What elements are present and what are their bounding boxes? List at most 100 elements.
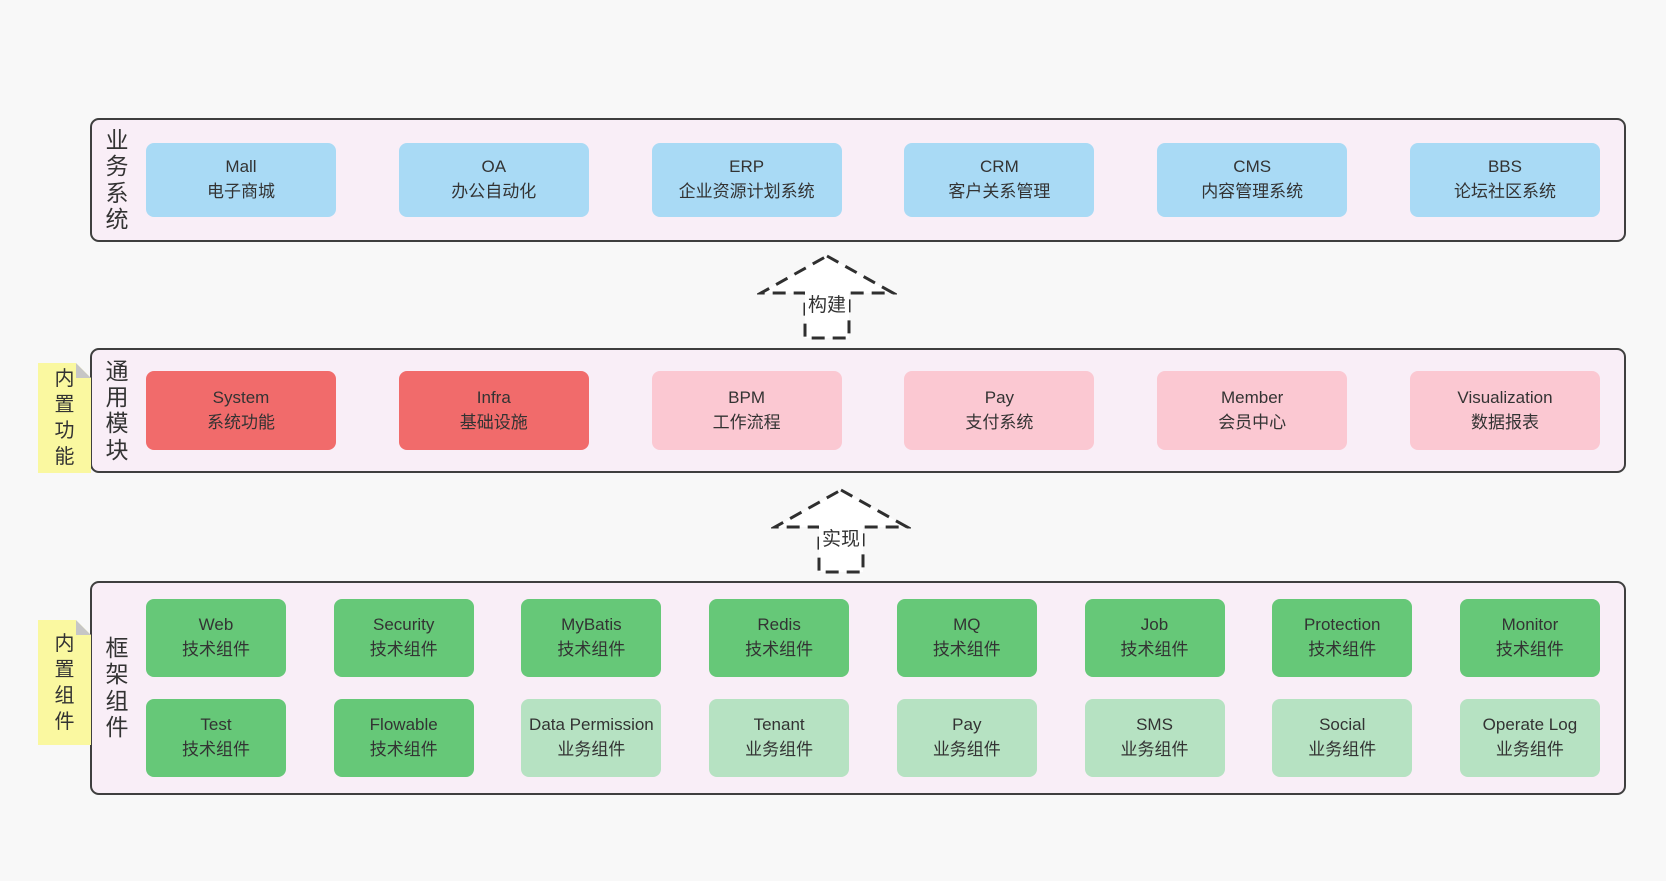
box-name: ERP [729, 157, 765, 177]
box-name: BPM [728, 387, 766, 407]
sticky-note-text: 内置功能 [54, 368, 75, 468]
box-mybatis: MyBatis 技术组件 [521, 599, 662, 677]
box-name: SMS [1136, 715, 1173, 735]
component-rows: Web 技术组件 Security 技术组件 MyBatis 技术组件 Redi… [146, 583, 1600, 793]
box-desc: 技术组件 [369, 740, 438, 759]
box-desc: 数据报表 [1470, 412, 1539, 432]
band-label-common-modules: 通用模块 [105, 357, 129, 463]
box-name: Job [1140, 615, 1169, 635]
box-name: Pay [952, 715, 982, 735]
band-label-business-systems: 业务系统 [105, 127, 129, 233]
box-flowable: Flowable 技术组件 [333, 699, 474, 777]
box-system: System 系统功能 [146, 371, 336, 450]
box-desc: 电子商城 [207, 182, 275, 201]
box-name: System [212, 387, 270, 407]
folded-corner-icon [76, 620, 91, 635]
box-data-permission: Data Permission 业务组件 [521, 699, 662, 777]
build-arrow-label: 构建 [804, 290, 850, 317]
box-name: Tenant [753, 715, 805, 735]
box-desc: 内容管理系统 [1201, 182, 1304, 201]
box-job: Job 技术组件 [1084, 599, 1225, 677]
band-framework-components: 框架组件 Web 技术组件 Security 技术组件 MyBatis 技术组件… [90, 581, 1626, 795]
box-desc: 技术组件 [745, 640, 814, 659]
box-name: Security [372, 615, 435, 635]
box-security: Security 技术组件 [333, 599, 474, 677]
box-name: Operate Log [1482, 715, 1578, 735]
box-name: Mall [225, 157, 257, 177]
box-test: Test 技术组件 [146, 699, 286, 777]
band-label-framework-components: 框架组件 [105, 635, 129, 741]
box-mq: MQ 技术组件 [896, 599, 1037, 677]
box-sms: SMS 业务组件 [1084, 699, 1225, 777]
box-member: Member 会员中心 [1157, 371, 1348, 450]
box-operate-log: Operate Log 业务组件 [1459, 699, 1600, 777]
box-name: Visualization [1457, 387, 1553, 407]
box-desc: 业务组件 [1308, 740, 1377, 759]
box-name: Member [1221, 387, 1284, 407]
box-cms: CMS 内容管理系统 [1157, 143, 1348, 217]
box-tenant: Tenant 业务组件 [709, 699, 850, 777]
box-name: Monitor [1501, 615, 1559, 635]
box-bbs: BBS 论坛社区系统 [1409, 143, 1600, 217]
implement-arrow-label: 实现 [818, 524, 864, 551]
box-name: MyBatis [561, 615, 622, 635]
box-visualization: Visualization 数据报表 [1409, 371, 1600, 450]
box-name: Protection [1303, 615, 1381, 635]
box-infra: Infra 基础设施 [398, 371, 589, 450]
sticky-note-builtin-components: 内置组件 [38, 620, 91, 745]
box-desc: 技术组件 [1308, 640, 1377, 659]
component-row-1: Web 技术组件 Security 技术组件 MyBatis 技术组件 Redi… [146, 599, 1600, 677]
box-desc: 技术组件 [1120, 640, 1189, 659]
box-protection: Protection 技术组件 [1272, 599, 1413, 677]
box-social: Social 业务组件 [1272, 699, 1413, 777]
sticky-note-builtin-features: 内置功能 [38, 363, 91, 473]
box-name: Pay [984, 387, 1015, 407]
box-desc: 业务组件 [1120, 740, 1189, 759]
box-mall: Mall 电子商城 [146, 143, 336, 217]
box-desc: 业务组件 [1495, 740, 1564, 759]
box-desc: 业务组件 [745, 740, 814, 759]
box-name: CMS [1233, 157, 1272, 177]
business-boxes-row: Mall 电子商城 OA 办公自动化 ERP 企业资源计划系统 CRM 客户关系… [146, 120, 1600, 240]
box-desc: 企业资源计划系统 [678, 182, 815, 201]
box-monitor: Monitor 技术组件 [1459, 599, 1600, 677]
box-desc: 技术组件 [557, 640, 626, 659]
box-desc: 工作流程 [712, 412, 781, 432]
box-name: Social [1319, 715, 1366, 735]
box-desc: 技术组件 [932, 640, 1001, 659]
box-desc: 客户关系管理 [948, 182, 1051, 201]
band-common-modules: 通用模块 System 系统功能 Infra 基础设施 BPM 工作流程 Pay… [90, 348, 1626, 473]
box-crm: CRM 客户关系管理 [904, 143, 1095, 217]
box-redis: Redis 技术组件 [709, 599, 850, 677]
box-name: Data Permission [529, 715, 654, 735]
box-desc: 技术组件 [1495, 640, 1564, 659]
box-name: Test [200, 715, 232, 735]
box-name: Web [198, 615, 234, 635]
sticky-note-text: 内置组件 [54, 632, 75, 733]
box-name: Redis [757, 615, 801, 635]
box-desc: 支付系统 [965, 412, 1034, 432]
box-bpm: BPM 工作流程 [651, 371, 842, 450]
box-desc: 论坛社区系统 [1453, 182, 1556, 201]
box-desc: 技术组件 [182, 740, 250, 759]
folded-corner-icon [76, 363, 91, 378]
module-boxes-row: System 系统功能 Infra 基础设施 BPM 工作流程 Pay 支付系统… [146, 350, 1600, 471]
box-erp: ERP 企业资源计划系统 [651, 143, 842, 217]
box-pay-component: Pay 业务组件 [896, 699, 1037, 777]
box-desc: 基础设施 [459, 412, 528, 432]
box-desc: 业务组件 [557, 740, 626, 759]
box-name: OA [481, 157, 507, 177]
box-oa: OA 办公自动化 [398, 143, 589, 217]
box-desc: 办公自动化 [451, 182, 537, 201]
box-desc: 系统功能 [207, 412, 275, 432]
component-row-2: Test 技术组件 Flowable 技术组件 Data Permission … [146, 699, 1600, 777]
implement-arrow: 实现 [771, 486, 911, 576]
box-name: Flowable [369, 715, 438, 735]
box-desc: 会员中心 [1218, 412, 1287, 432]
box-desc: 技术组件 [182, 640, 250, 659]
box-name: Infra [476, 387, 511, 407]
box-pay-module: Pay 支付系统 [904, 371, 1095, 450]
box-desc: 技术组件 [369, 640, 438, 659]
box-name: BBS [1487, 157, 1522, 177]
